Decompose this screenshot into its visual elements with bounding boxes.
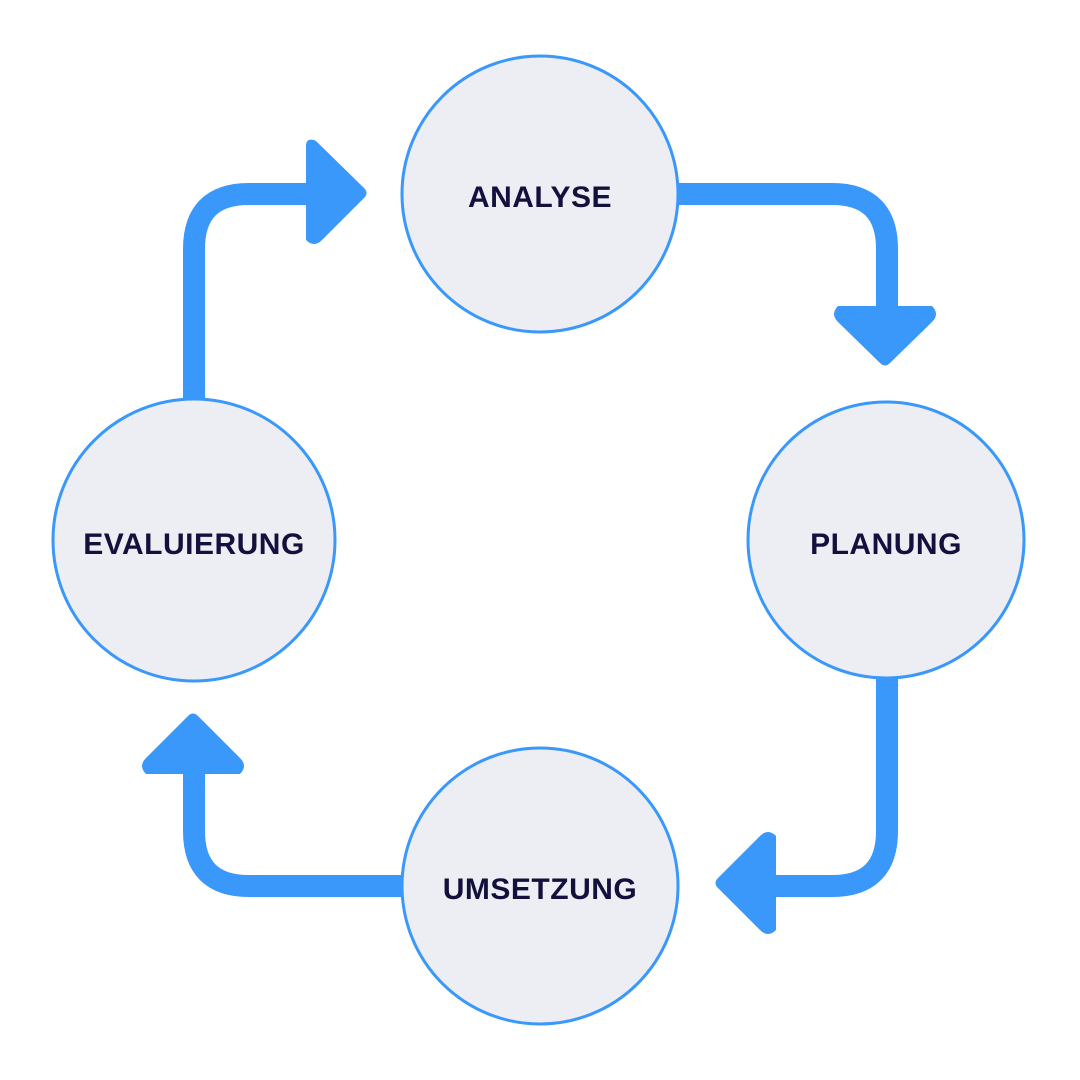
arrowhead-left-icon bbox=[715, 832, 776, 934]
stage-label: ANALYSE bbox=[468, 181, 612, 214]
connector-planung-to-umsetzung bbox=[770, 676, 898, 897]
stage-evaluierung: EVALUIERUNG bbox=[51, 397, 337, 683]
stage-planung: PLANUNG bbox=[746, 400, 1026, 680]
connector-evaluierung-to-analyse bbox=[183, 183, 310, 400]
connectors bbox=[142, 139, 936, 934]
arrowhead-up-icon bbox=[142, 713, 244, 774]
stages: ANALYSE PLANUNG UMSETZUNG EVALUIERUNG bbox=[51, 54, 1026, 1026]
stage-label: PLANUNG bbox=[810, 528, 962, 561]
arrowhead-down-icon bbox=[834, 306, 936, 366]
arrowhead-right-icon bbox=[306, 139, 367, 244]
stage-analyse: ANALYSE bbox=[400, 54, 680, 334]
connector-analyse-to-planung bbox=[676, 183, 898, 312]
stage-label: EVALUIERUNG bbox=[83, 528, 305, 561]
stage-label: UMSETZUNG bbox=[443, 873, 638, 906]
stage-umsetzung: UMSETZUNG bbox=[400, 746, 680, 1026]
connector-umsetzung-to-evaluierung bbox=[183, 770, 404, 897]
